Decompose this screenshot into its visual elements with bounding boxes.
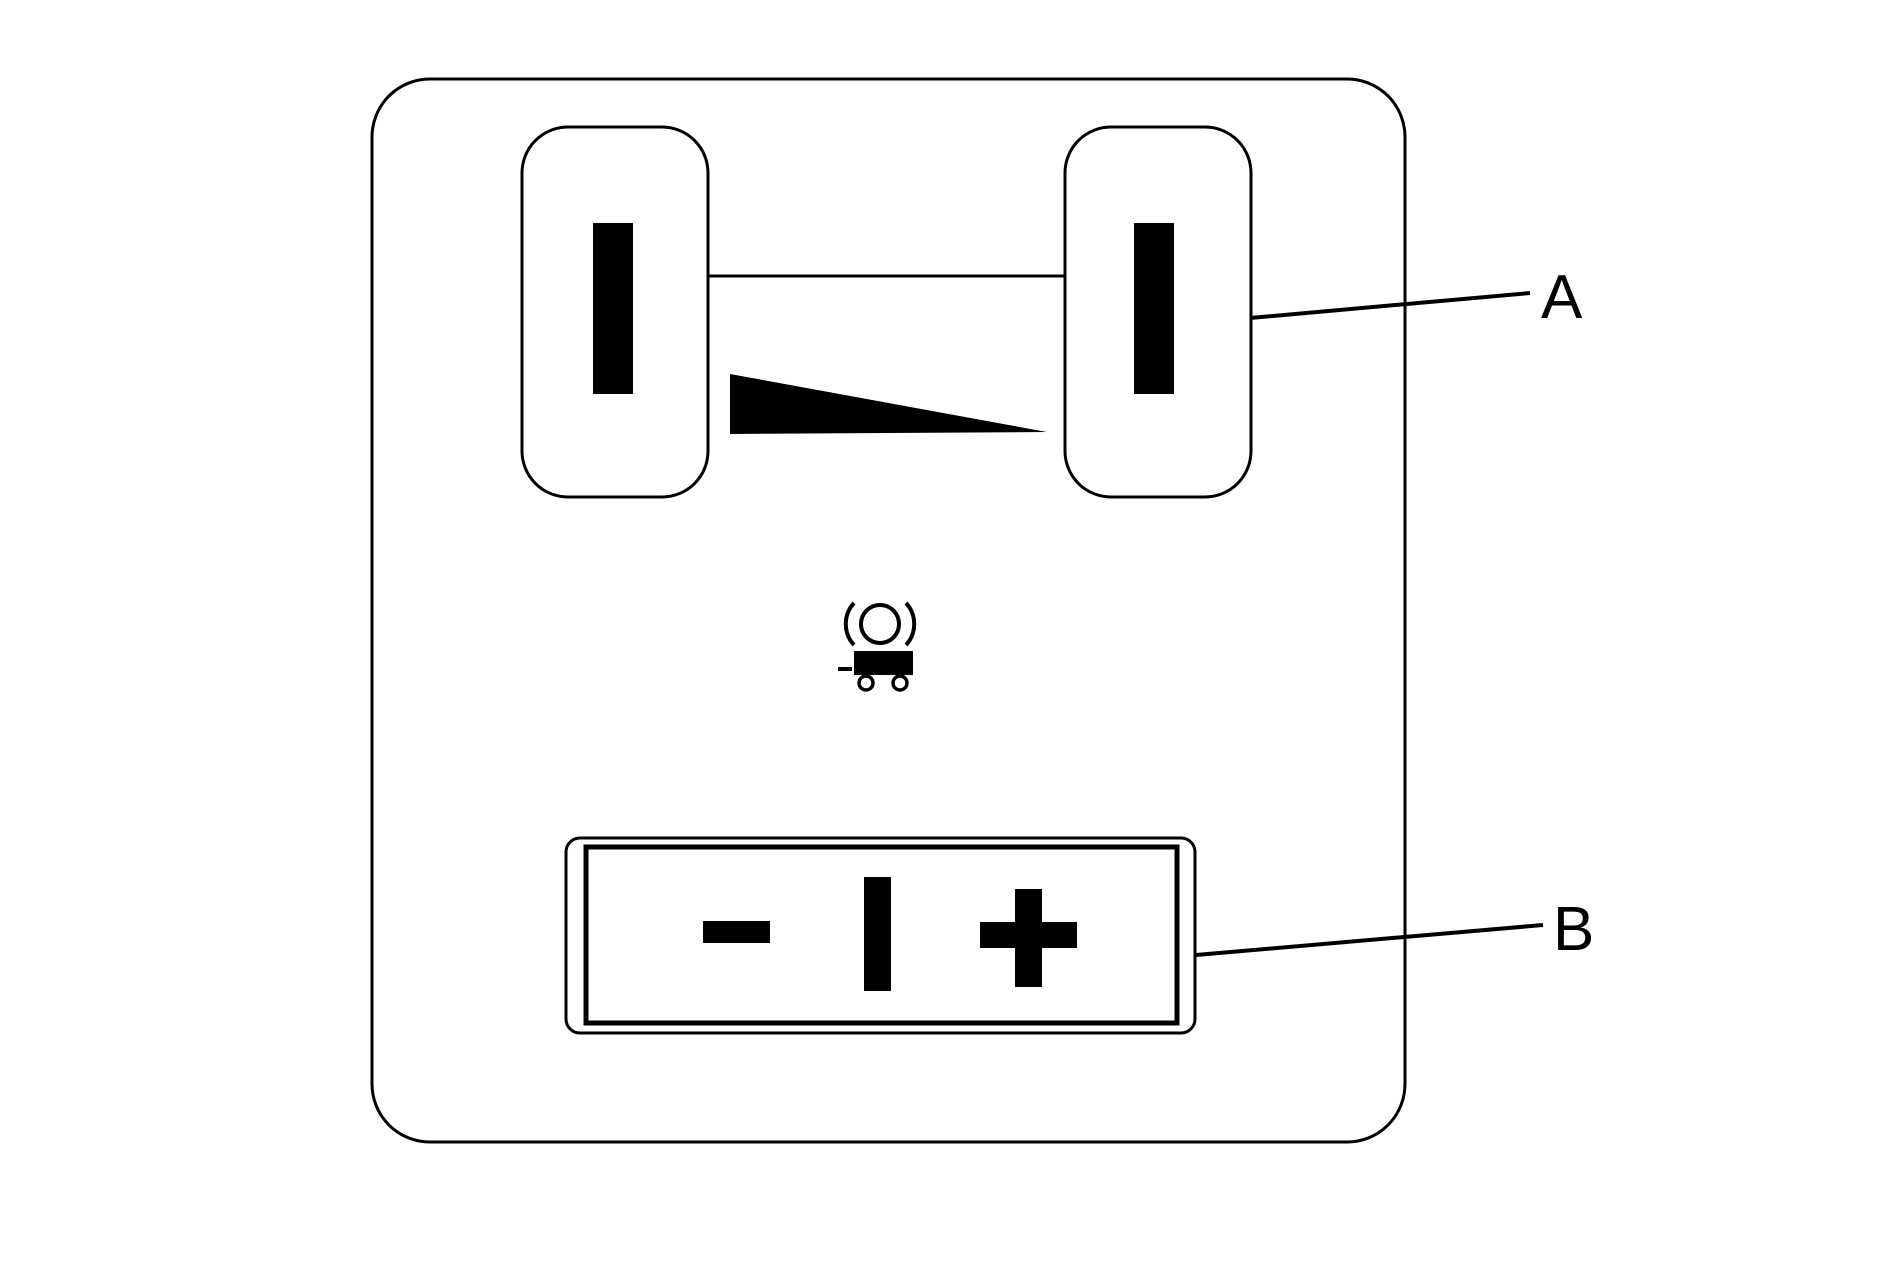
vertical-bar-icon bbox=[593, 223, 633, 394]
wedge-ramp-icon bbox=[730, 374, 1047, 434]
plus-icon[interactable] bbox=[980, 889, 1077, 987]
vertical-bar-icon bbox=[1134, 223, 1174, 394]
gain-adjust-inner-frame bbox=[583, 844, 1180, 1026]
callout-b-leader-line bbox=[1195, 923, 1544, 957]
manual-lever-left-paddle[interactable] bbox=[520, 125, 710, 499]
callout-a-leader-line bbox=[1249, 291, 1531, 320]
vertical-bar-icon bbox=[864, 877, 891, 991]
callout-a-label: A bbox=[1541, 263, 1583, 332]
manual-lever-right-paddle[interactable] bbox=[1063, 125, 1253, 499]
trailer-brake-icon bbox=[838, 601, 917, 692]
gain-adjust-buttons[interactable] bbox=[564, 836, 1197, 1035]
minus-icon[interactable] bbox=[703, 921, 770, 943]
callout-b-label: B bbox=[1553, 895, 1594, 964]
